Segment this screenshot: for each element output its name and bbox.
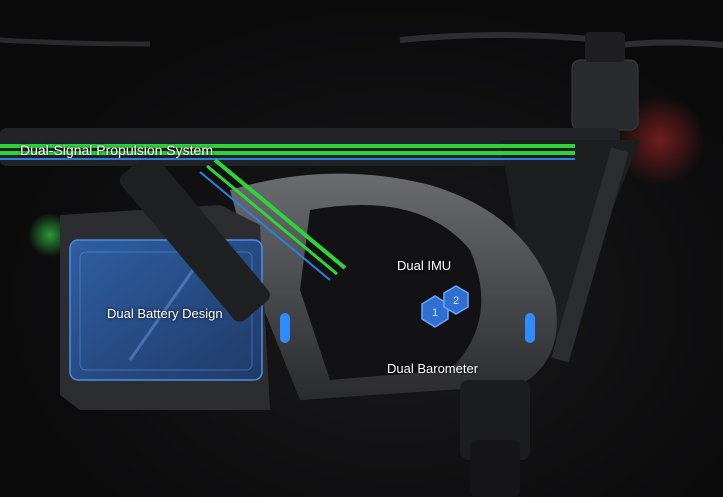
imu-label: Dual IMU — [397, 258, 452, 273]
right-leg-strut — [551, 147, 629, 363]
battery-stripe — [128, 259, 202, 361]
svg-text:2: 2 — [453, 295, 459, 307]
right-propeller-left — [399, 32, 601, 43]
barometer-left — [280, 313, 290, 343]
diagonal-signal-green-2 — [206, 164, 338, 276]
right-propeller-right — [619, 39, 723, 48]
right-motor — [571, 59, 639, 131]
imu-badge-2: 2 — [443, 285, 469, 315]
camera — [470, 440, 520, 497]
diagonal-signal-green-1 — [213, 158, 347, 270]
diagonal-signal-blue — [199, 171, 331, 281]
svg-text:1: 1 — [432, 307, 438, 319]
barometer-label: Dual Barometer — [387, 361, 479, 376]
diagonal-arm — [119, 153, 270, 322]
left-propeller — [0, 37, 151, 47]
right-motor-cap — [585, 32, 625, 62]
body-cavity — [300, 205, 482, 380]
battery-label: Dual Battery Design — [107, 306, 223, 321]
barometer-right — [525, 313, 535, 343]
propulsion-label: Dual-Signal Propulsion System — [20, 142, 213, 158]
